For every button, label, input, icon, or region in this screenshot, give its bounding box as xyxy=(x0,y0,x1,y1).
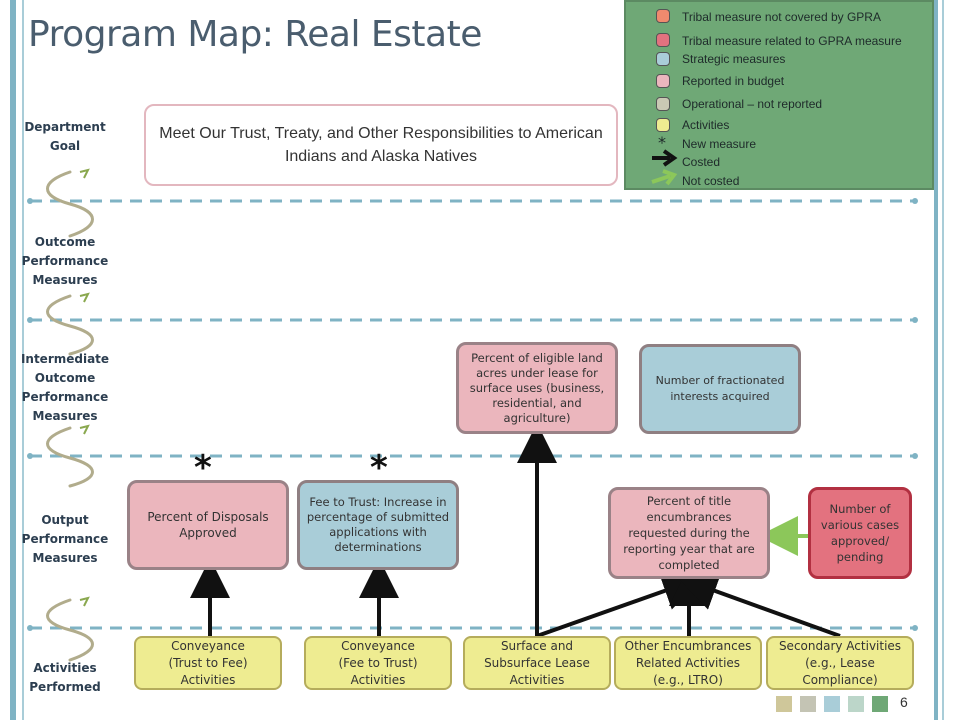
costed-arrows xyxy=(190,423,841,638)
left-frame-line xyxy=(22,0,24,720)
department-goal-box: Meet Our Trust, Treaty, and Other Respon… xyxy=(144,104,618,186)
label-intermediate-measures: Intermediate Outcome Performance Measure… xyxy=(20,352,110,423)
squiggle-connectors xyxy=(46,170,94,662)
activity-conveyance-trust-to-fee: Conveyance (Trust to Fee) Activities xyxy=(134,636,282,690)
measure-fractionated-interests-text: Number of fractionated interests acquire… xyxy=(655,374,785,403)
measure-disposals-approved: Percent of Disposals Approved xyxy=(127,480,289,570)
legend-swatch-activities xyxy=(656,118,670,132)
activity-secondary: Secondary Activities (e.g., Lease Compli… xyxy=(766,636,914,690)
legend-label-tribal-not-gpra: Tribal measure not covered by GPRA xyxy=(682,10,881,24)
activity-secondary-text: Secondary Activities (e.g., Lease Compli… xyxy=(778,638,902,687)
activity-other-encumbrances: Other Encumbrances Related Activities (e… xyxy=(614,636,762,690)
page-number: 6 xyxy=(900,694,908,710)
legend-label-costed: Costed xyxy=(682,155,721,169)
footer-square-3 xyxy=(824,696,840,712)
legend-label-not-costed: Not costed xyxy=(682,174,740,188)
footer-square-5 xyxy=(872,696,888,712)
green-arrow-icon xyxy=(651,169,678,186)
measure-eligible-land-acres-text: Percent of eligible land acres under lea… xyxy=(469,350,605,425)
measure-various-cases-text: Number of various cases approved/ pendin… xyxy=(820,502,900,564)
activity-conveyance-fee-to-trust: Conveyance (Fee to Trust) Activities xyxy=(304,636,452,690)
label-activities: Activities Performed xyxy=(29,661,101,694)
slide-title: Program Map: Real Estate xyxy=(28,14,482,55)
arrow-secondary xyxy=(677,571,841,638)
legend-label-tribal-gpra: Tribal measure related to GPRA measure xyxy=(682,34,902,48)
legend-swatch-reported-budget xyxy=(656,74,670,88)
activity-other-encumbrances-text: Other Encumbrances Related Activities (e… xyxy=(624,638,752,687)
activity-conveyance-trust-to-fee-text: Conveyance (Trust to Fee) Activities xyxy=(168,638,248,687)
legend-swatch-tribal-not-gpra xyxy=(656,9,670,23)
legend-label-new-measure: New measure xyxy=(682,137,757,151)
level-separators xyxy=(30,199,915,630)
activity-conveyance-fee-to-trust-text: Conveyance (Fee to Trust) Activities xyxy=(338,638,418,687)
arrow-surface-to-title xyxy=(536,571,703,638)
squiggle-4 xyxy=(46,598,94,662)
left-frame-bar xyxy=(10,0,16,720)
footer-square-2 xyxy=(800,696,816,712)
legend-swatch-operational xyxy=(656,97,670,111)
right-frame-line xyxy=(942,0,944,720)
footer-square-1 xyxy=(776,696,792,712)
measure-fee-to-trust: Fee to Trust: Increase in percentage of … xyxy=(297,480,459,570)
activity-surface-lease: Surface and Subsurface Lease Activities xyxy=(463,636,611,690)
legend-panel: Tribal measure not covered by GPRA Triba… xyxy=(624,0,934,190)
legend-label-operational: Operational – not reported xyxy=(682,97,823,111)
black-arrow-icon xyxy=(652,149,678,167)
squiggle-3 xyxy=(46,426,94,488)
squiggle-2 xyxy=(46,294,94,356)
footer-square-4 xyxy=(848,696,864,712)
label-department-goal: Department Goal xyxy=(24,120,106,153)
legend-label-reported-budget: Reported in budget xyxy=(682,74,785,88)
measure-fractionated-interests: Number of fractionated interests acquire… xyxy=(639,344,801,434)
legend-swatch-tribal-gpra xyxy=(656,33,670,47)
measure-disposals-approved-text: Percent of Disposals Approved xyxy=(147,510,269,540)
legend-label-strategic: Strategic measures xyxy=(682,52,786,66)
measure-eligible-land-acres: Percent of eligible land acres under lea… xyxy=(456,342,618,434)
measure-title-encumbrances: Percent of title encumbrances requested … xyxy=(608,487,770,579)
squiggle-1 xyxy=(46,170,94,238)
legend-label-activities: Activities xyxy=(682,118,730,132)
squiggle-tips xyxy=(79,168,90,607)
legend-swatch-strategic xyxy=(656,52,670,66)
asterisk-icon: * xyxy=(658,133,666,152)
measure-various-cases: Number of various cases approved/ pendin… xyxy=(808,487,912,579)
activity-surface-lease-text: Surface and Subsurface Lease Activities xyxy=(484,638,590,687)
right-frame-bar xyxy=(934,0,938,720)
label-outcome-measures: Outcome Performance Measures xyxy=(21,235,109,287)
new-measure-asterisk-2: * xyxy=(370,448,388,488)
department-goal-text: Meet Our Trust, Treaty, and Other Respon… xyxy=(159,125,603,165)
measure-title-encumbrances-text: Percent of title encumbrances requested … xyxy=(623,494,755,572)
label-output-measures: Output Performance Measures xyxy=(21,513,109,565)
separator-end-dots xyxy=(27,198,918,631)
measure-fee-to-trust-text: Fee to Trust: Increase in percentage of … xyxy=(306,495,450,554)
new-measure-asterisk-1: * xyxy=(194,448,212,488)
